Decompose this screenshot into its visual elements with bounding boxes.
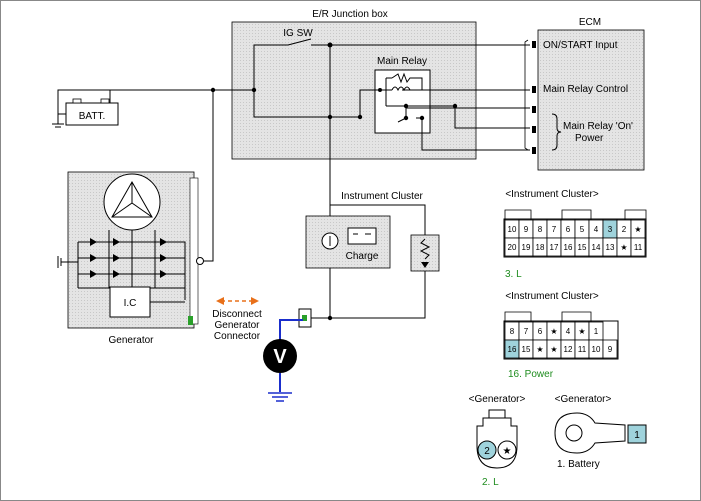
connector1-pin-label: 7 [552,225,557,234]
connector1-pin-label: 2 [622,225,627,234]
connector1-pin-label: 19 [522,243,531,252]
connector1-pin-label: 9 [524,225,529,234]
battery: BATT. [52,90,119,128]
disconnect-instructions: Disconnect Generator Connector [212,297,312,342]
disconnect-line-3: Connector [214,331,261,342]
main-relay-label: Main Relay [377,56,427,67]
disconnect-line-2: Generator [214,320,260,331]
ic-label: I.C [124,298,137,309]
ecm-relay-control-label: Main Relay Control [543,84,628,95]
gen-pin-star [497,440,517,460]
connector1-pin-label: 16 [564,243,573,252]
junction-box-title: E/R Junction box [312,9,388,20]
ecm-relay-on-label-1: Main Relay 'On' [563,121,633,132]
wire-junctions [210,87,458,321]
disconnect-line-1: Disconnect [212,309,262,320]
charge-icon [347,227,377,245]
connector1-pin-label: 5 [580,225,585,234]
gen-connector1-caption: 2. L [482,477,499,488]
connector1-pin-label: ★ [634,225,641,234]
gen-battery-pin-label: 1 [634,430,640,441]
connector1-pin-label: ★ [620,243,627,252]
connector1-pin-label: 3 [608,225,613,234]
connector1-pin-label: 17 [550,243,559,252]
generator-label: Generator [108,335,154,346]
gen-pin-star-label: ★ [503,446,512,457]
connector-outline [503,320,619,360]
ecm-relay-on-label-2: Power [575,133,604,144]
gen-connector1-title: <Generator> [469,394,526,405]
connector2-caption: 16. Power [508,369,554,380]
ecm-on-start-label: ON/START Input [543,40,618,51]
connector2-pin-label: ★ [536,345,543,354]
connector-outline [503,218,647,258]
battery-label: BATT. [79,111,105,122]
connector1-caption: 3. L [505,269,522,280]
connector1-pin-label: 15 [578,243,587,252]
generator-b-terminal [196,257,204,265]
connector2-pin-label: 6 [538,327,543,336]
voltmeter-symbol: V [273,346,287,368]
connector2-pin-label: 7 [524,327,529,336]
ecm-module: ECM ON/START Input Main Relay Control Ma… [524,17,645,171]
connector2-title: <Instrument Cluster> [505,291,599,302]
connector2-pin-label: ★ [550,327,557,336]
connector1-pin-cell [630,237,646,257]
main-relay [374,69,431,134]
connector2-pin-cell [602,339,618,359]
connector1-pin-label: 14 [592,243,601,252]
connector2-pin-label: 4 [566,327,571,336]
relay-coil [385,72,423,106]
connector1-pin-label: 18 [536,243,545,252]
gen-pin-2 [477,440,497,460]
connector2-pin-label: 9 [608,345,613,354]
charge-label: Charge [346,251,379,262]
connector2-pin-label: 1 [594,327,599,336]
generator-battery-terminal: <Generator> 1 1. Battery [554,394,647,470]
generator: Generator [57,171,204,346]
ecm-title: ECM [579,17,601,28]
connector2-pin-label: 10 [592,345,601,354]
instrument-cluster-title: Instrument Cluster [341,191,423,202]
generator-l-terminal [188,316,193,325]
connector2-pin-label: 8 [510,327,515,336]
connector1-pin-label: 4 [594,225,599,234]
connector2-pin-label: 16 [508,345,517,354]
voltmeter: V [263,319,303,402]
connector1-title: <Instrument Cluster> [505,189,599,200]
ig-switch-label: IG SW [283,28,313,39]
gen-battery-pin [627,424,647,444]
connector2-pin-label: 12 [564,345,573,354]
gen-connector2-title: <Generator> [555,394,612,405]
connector2-pin-label: 15 [522,345,531,354]
connector1-pin-label: 10 [508,225,517,234]
instrument-cluster: Instrument Cluster Charge [305,191,440,272]
connector2-pin-label: ★ [578,327,585,336]
gen-pin-2-label: 2 [484,446,490,457]
connector1-pin-label: 8 [538,225,543,234]
connector2-pin-label: ★ [550,345,557,354]
generator-connector-l: <Generator> 2 ★ 2. L [469,394,526,488]
connector1-pin-label: 6 [566,225,571,234]
gen-connector2-caption: 1. Battery [557,459,600,470]
connector1-pin-label: 11 [634,243,643,252]
connector2-pin-label: 11 [578,345,587,354]
connector1-pin-label: 13 [606,243,615,252]
connector1-pin-label: 20 [508,243,517,252]
junction-box: E/R Junction box IG SW Main Relay [231,9,477,160]
